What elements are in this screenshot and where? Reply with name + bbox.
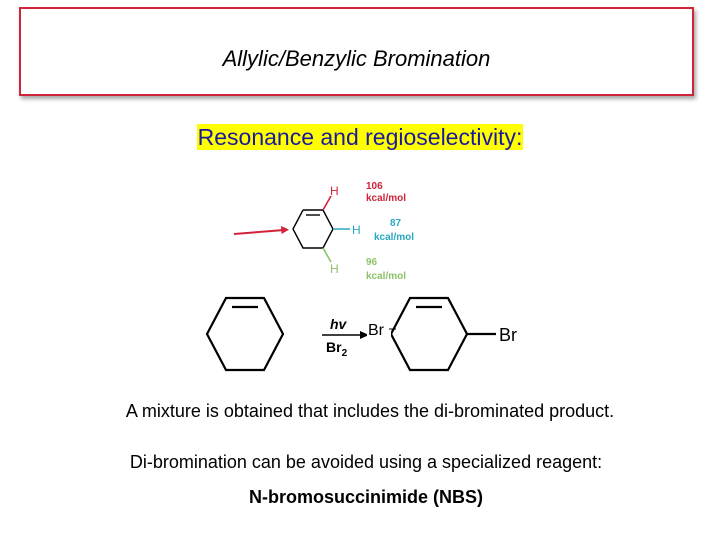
bromocyclohexene-product: [389, 296, 496, 372]
energy-top-value: 106: [366, 181, 383, 192]
condition-hv: hv: [330, 316, 348, 332]
bond-h-bottom: [322, 247, 332, 263]
energy-bottom-value: 96: [366, 257, 378, 268]
dibromination-note: Di-bromination can be avoided using a sp…: [129, 452, 603, 472]
slide-subtitle: Resonance and regioselectivity:: [196, 124, 524, 150]
title-box: Allylic/Benzylic Bromination: [19, 7, 694, 96]
cyclohexene-reactant: [205, 296, 285, 372]
slide-title: Allylic/Benzylic Bromination: [222, 46, 491, 71]
energy-bottom-unit: kcal/mol: [366, 271, 406, 282]
energy-top-unit: kcal/mol: [366, 193, 406, 204]
br-label-background: [367, 320, 391, 338]
reaction-arrow-head-icon: [360, 331, 369, 339]
red-arrow-icon: [233, 226, 289, 235]
overlay-br-label: Br: [368, 322, 385, 339]
h-middle-label: H: [352, 223, 361, 237]
reagent-name: N-bromosuccinimide (NBS): [248, 487, 484, 507]
mixture-note: A mixture is obtained that includes the …: [125, 401, 615, 421]
cyclohexene-small: [292, 209, 334, 249]
product-br-label: Br: [499, 325, 517, 345]
h-top-label: H: [330, 184, 339, 198]
bond-h-top: [322, 195, 332, 211]
h-bottom-label: H: [330, 262, 339, 276]
energy-middle-value: 87: [390, 218, 402, 229]
condition-br2: Br2: [326, 339, 348, 359]
energy-middle-unit: kcal/mol: [374, 232, 414, 243]
